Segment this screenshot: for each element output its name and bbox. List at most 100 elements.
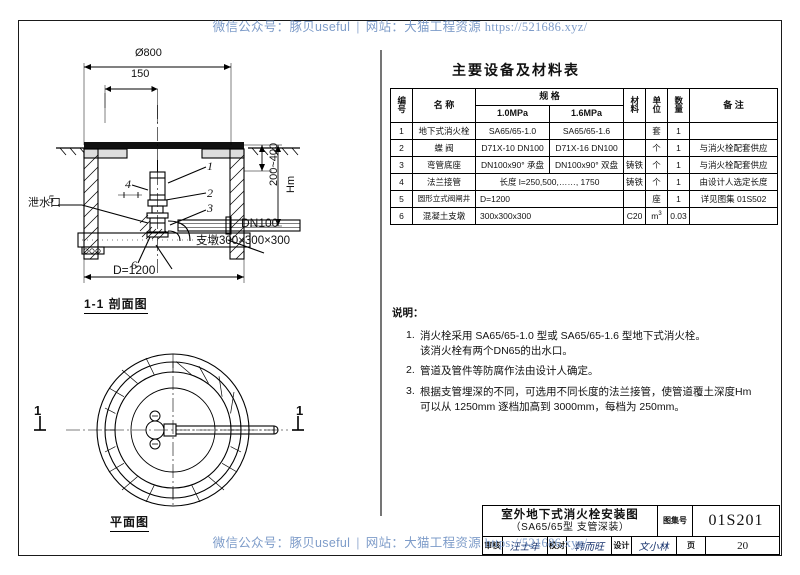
cell-spec1: D=1200 — [475, 190, 624, 208]
title-block-top-row: 室外地下式消火栓安装图 （SA65/65型 支管深装） 图集号 01S201 — [483, 506, 779, 538]
cell-remark — [689, 122, 778, 140]
callout-4: 4 — [125, 177, 131, 191]
callout-3: 3 — [207, 201, 213, 215]
atlas-number-value: 01S201 — [708, 512, 764, 530]
th-unit: 单位 — [645, 88, 668, 123]
cell-remark: 与消火栓配套供应 — [689, 139, 778, 157]
label-drain-outlet: 泄水口 — [28, 197, 61, 209]
dim-support-block: 支墩300×300×300 — [196, 235, 290, 247]
note-text: 根据支管埋深的不同，可选用不同长度的法兰接管，使管道覆土深度Hm 可以从 125… — [420, 385, 751, 415]
note-number: 1. — [406, 329, 415, 341]
cell-no: 1 — [390, 122, 413, 140]
plan-view-drawing — [34, 353, 304, 507]
dim-pipe-dn100: DN100 — [241, 216, 279, 230]
title-block: 室外地下式消火栓安装图 （SA65/65型 支管深装） 图集号 01S201 审… — [482, 505, 780, 555]
cell-no: 4 — [390, 173, 413, 191]
table-subheader-row: 1.0MPa 1.6MPa — [391, 105, 778, 123]
design-signature: 文小林 — [632, 537, 677, 554]
th-spec-16mpa: 1.6MPa — [549, 105, 624, 123]
dim-diameter-800: Ø800 — [135, 47, 162, 59]
section-mark-left: 1 — [34, 403, 42, 418]
section-view-drawing — [56, 63, 301, 283]
cell-qty: 1 — [667, 173, 690, 191]
th-remark: 备 注 — [689, 88, 778, 123]
note-item: 1. 消火栓采用 SA65/65-1.0 型或 SA65/65-1.6 型地下式… — [392, 329, 782, 359]
cell-material: C20 — [623, 207, 646, 225]
note-text: 管道及管件等防腐作法由设计人确定。 — [420, 364, 599, 379]
cell-spec1: 300x300x300 — [475, 207, 624, 225]
cell-material: 铸铁 — [623, 173, 646, 191]
note-line: 该消火栓有两个DN65的出水口。 — [420, 345, 573, 358]
drawing-name-line2: （SA65/65型 支管深装） — [510, 521, 630, 533]
notes-title: 说明： — [392, 307, 424, 319]
cell-spec1: D71X-10 DN100 — [475, 139, 550, 157]
cell-name: 蝶 阀 — [412, 139, 476, 157]
cell-material: 铸铁 — [623, 156, 646, 174]
cell-qty: 0.03 — [667, 207, 690, 225]
review-signature: 汪士年 — [503, 537, 548, 554]
cell-remark: 与消火栓配套供应 — [689, 156, 778, 174]
note-item: 3. 根据支管埋深的不同，可选用不同长度的法兰接管，使管道覆土深度Hm 可以从 … — [392, 385, 782, 415]
th-name: 名 称 — [412, 88, 476, 123]
cell-material — [623, 122, 646, 140]
note-number: 2. — [406, 364, 415, 377]
note-line: 根据支管埋深的不同，可选用不同长度的法兰接管，使管道覆土深度Hm — [420, 385, 752, 398]
cell-no: 5 — [390, 190, 413, 208]
plan-view-label: 平面图 — [110, 513, 150, 532]
cell-name: 地下式消火栓 — [412, 122, 476, 140]
cell-qty: 1 — [667, 139, 690, 157]
note-item: 2. 管道及管件等防腐作法由设计人确定。 — [392, 364, 782, 379]
cell-no: 3 — [390, 156, 413, 174]
th-material: 材料 — [623, 88, 646, 123]
note-line: 可以从 1250mm 逐档加高到 3000mm，每档为 250mm。 — [420, 400, 685, 413]
cell-remark: 由设计人选定长度 — [689, 173, 778, 191]
cell-name: 混凝土支墩 — [412, 207, 476, 225]
cell-qty: 1 — [667, 122, 690, 140]
table-row: 5 圆形立式阀闸井 D=1200 座 1 详见图集 01S502 — [390, 190, 778, 208]
drawing-name-line1: 室外地下式消火栓安装图 — [501, 508, 639, 521]
table-row: 6 混凝土支墩 300x300x300 C20 m3 0.03 — [390, 207, 778, 225]
dim-offset-150: 150 — [131, 68, 150, 80]
dim-hm: Hm — [285, 175, 297, 193]
cell-unit: 个 — [645, 173, 668, 191]
note-line: 管道及管件等防腐作法由设计人确定。 — [420, 365, 599, 378]
cell-unit: 个 — [645, 139, 668, 157]
th-qty: 数量 — [667, 88, 690, 123]
cell-remark — [689, 207, 778, 225]
check-label: 校对 — [548, 537, 568, 554]
cell-spec1: DN100x90° 承盘 — [475, 156, 550, 174]
page-label: 页 — [677, 537, 707, 554]
cell-unit: m3 — [645, 207, 668, 225]
check-signature: 韩而旺 — [567, 537, 613, 554]
dim-well-diameter: D=1200 — [113, 263, 156, 277]
callout-2: 2 — [207, 186, 213, 200]
cell-spec1: SA65/65-1.0 — [475, 122, 550, 140]
dim-depth-range: 200~400 — [268, 142, 280, 186]
cell-qty: 1 — [667, 190, 690, 208]
cell-unit: 座 — [645, 190, 668, 208]
cell-spec1: 长度 l=250,500,……, 1750 — [475, 173, 624, 191]
panel-divider — [380, 50, 382, 516]
section-view-label: 1-1 剖面图 — [84, 295, 148, 314]
atlas-number-label: 图集号 — [658, 506, 693, 537]
sheet-border — [18, 20, 782, 556]
table-row: 1 地下式消火栓 SA65/65-1.0 SA65/65-1.6 套 1 — [390, 122, 778, 140]
callout-6: 6 — [131, 258, 137, 272]
note-line: 消火栓采用 SA65/65-1.0 型或 SA65/65-1.6 型地下式消火栓… — [420, 330, 706, 342]
cell-remark: 详见图集 01S502 — [689, 190, 778, 208]
cell-no: 2 — [390, 139, 413, 157]
cell-name: 法兰接管 — [412, 173, 476, 191]
table-row: 2 蝶 阀 D71X-10 DN100 D71X-16 DN100 个 1 与消… — [390, 139, 778, 157]
table-row: 3 弯管底座 DN100x90° 承盘 DN100x90° 双盘 铸铁 个 1 … — [390, 156, 778, 174]
cell-unit: 个 — [645, 156, 668, 174]
table-row: 4 法兰接管 长度 l=250,500,……, 1750 铸铁 个 1 由设计人… — [390, 173, 778, 191]
design-label: 设计 — [612, 537, 632, 554]
cell-no: 6 — [390, 207, 413, 225]
title-block-bottom-row: 审核 汪士年 校对 韩而旺 设计 文小林 页 20 — [483, 537, 779, 554]
cell-name: 弯管底座 — [412, 156, 476, 174]
cell-spec2: DN100x90° 双盘 — [549, 156, 624, 174]
material-table-title: 主要设备及材料表 — [452, 62, 580, 78]
cell-material — [623, 139, 646, 157]
notes-block: 说明： 1. 消火栓采用 SA65/65-1.0 型或 SA65/65-1.6 … — [392, 305, 782, 420]
